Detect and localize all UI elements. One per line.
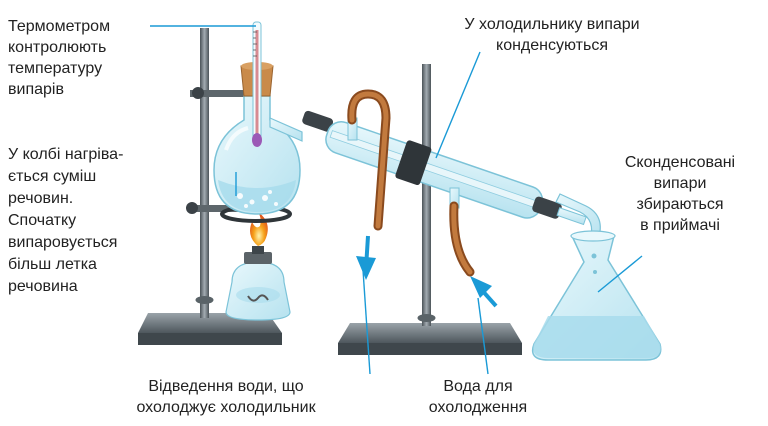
- flame: [250, 212, 268, 246]
- label-receiver: Сконденсовані випари збираються в прийма…: [610, 152, 750, 236]
- label-water-in: Вода для охолодження: [408, 376, 548, 418]
- receiver-flask: [533, 231, 661, 360]
- water-in-arrow: [470, 276, 492, 298]
- label-condenser: У холодильнику випари конденсуються: [432, 14, 672, 56]
- condenser: [294, 105, 600, 240]
- water-out-arrow: [356, 256, 376, 280]
- spirit-burner: [226, 212, 290, 320]
- label-thermometer: Термометром контролюють температуру випа…: [8, 16, 110, 100]
- left-stand-rod: [200, 28, 209, 318]
- label-water-out: Відведення води, що охолоджує холодильни…: [106, 376, 346, 418]
- label-flask: У колбі нагріва- ється суміш речовин. Сп…: [8, 144, 123, 298]
